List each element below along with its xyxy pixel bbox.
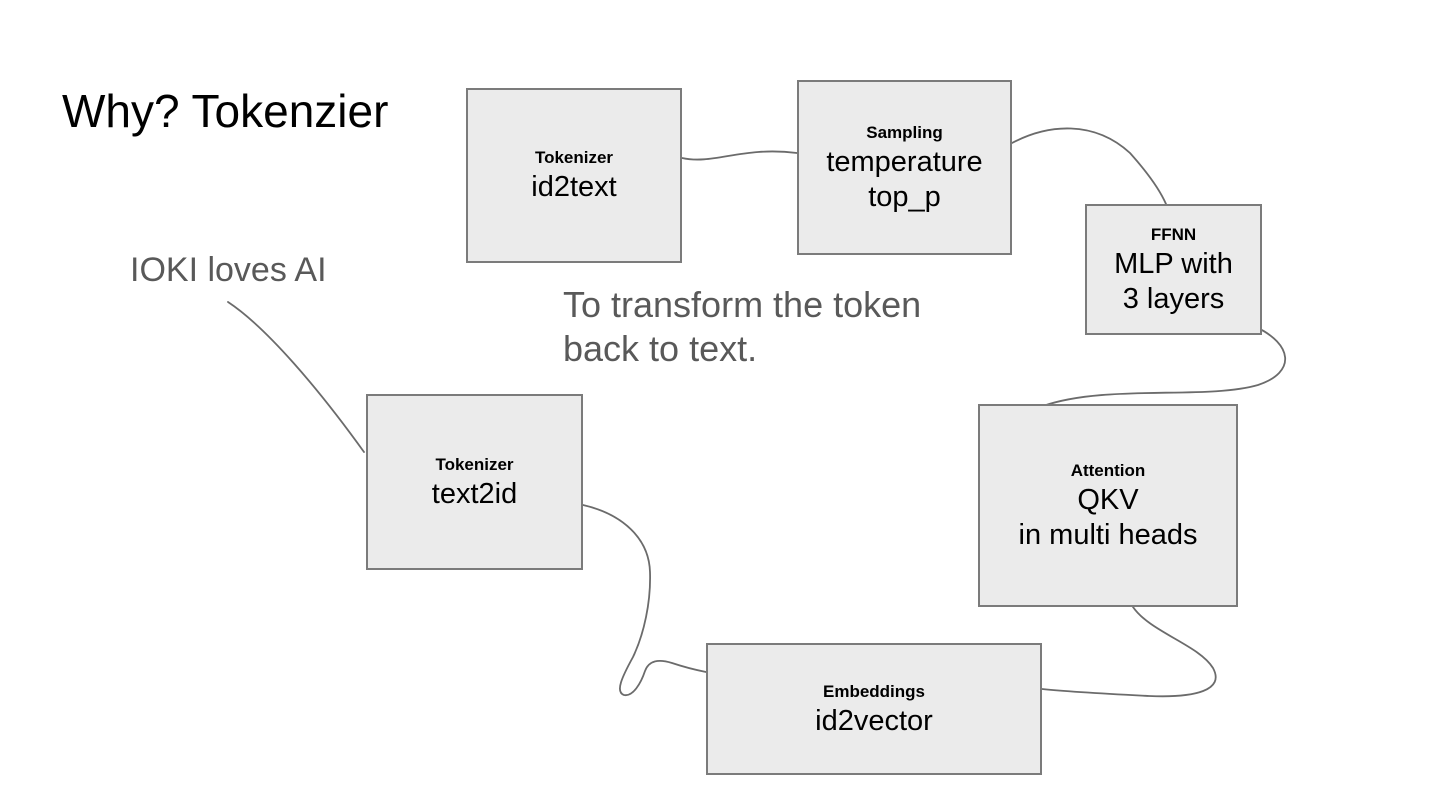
connector-ioki-to-text2id: [227, 301, 365, 453]
note-line-1: To transform the token: [563, 284, 922, 325]
node-line: QKV: [1077, 483, 1139, 516]
node-tokenizer-id2text[interactable]: Tokenizer id2text: [466, 88, 682, 263]
connector-sampling-to-ffnn: [1011, 127, 1167, 205]
node-line: in multi heads: [1018, 518, 1198, 551]
node-line: text2id: [431, 477, 518, 510]
node-line: id2text: [531, 171, 617, 203]
node-header: Tokenizer: [534, 148, 614, 167]
note-text: To transform the token back to text.: [563, 283, 921, 371]
node-header: Sampling: [866, 122, 943, 142]
node-ffnn[interactable]: FFNN MLP with 3 layers: [1085, 204, 1262, 335]
connector-ffnn-to-attention: [1042, 326, 1287, 407]
node-header: Attention: [1070, 460, 1146, 480]
node-line: id2vector: [815, 704, 933, 737]
node-header: Embeddings: [822, 681, 925, 701]
node-tokenizer-text2id[interactable]: Tokenizer text2id: [366, 394, 583, 570]
node-attention[interactable]: Attention QKV in multi heads: [978, 404, 1238, 607]
node-line: top_p: [868, 180, 941, 213]
note-line-2: back to text.: [563, 328, 758, 369]
node-header: FFNN: [1150, 224, 1197, 244]
node-header: Tokenizer: [435, 454, 514, 474]
connector-id2text-to-sampling: [681, 150, 798, 161]
connector-text2id-to-embeddings: [582, 504, 707, 696]
slide-title: Why? Tokenzier: [62, 85, 389, 137]
node-line: 3 layers: [1122, 282, 1225, 315]
annotation-ioki-loves-ai: IOKI loves AI: [130, 251, 327, 289]
node-line: MLP with: [1114, 247, 1233, 280]
node-sampling[interactable]: Sampling temperature top_p: [797, 80, 1012, 255]
node-embeddings[interactable]: Embeddings id2vector: [706, 643, 1042, 775]
node-line: temperature: [826, 145, 983, 178]
connector-attention-to-embeddings: [1041, 606, 1217, 698]
